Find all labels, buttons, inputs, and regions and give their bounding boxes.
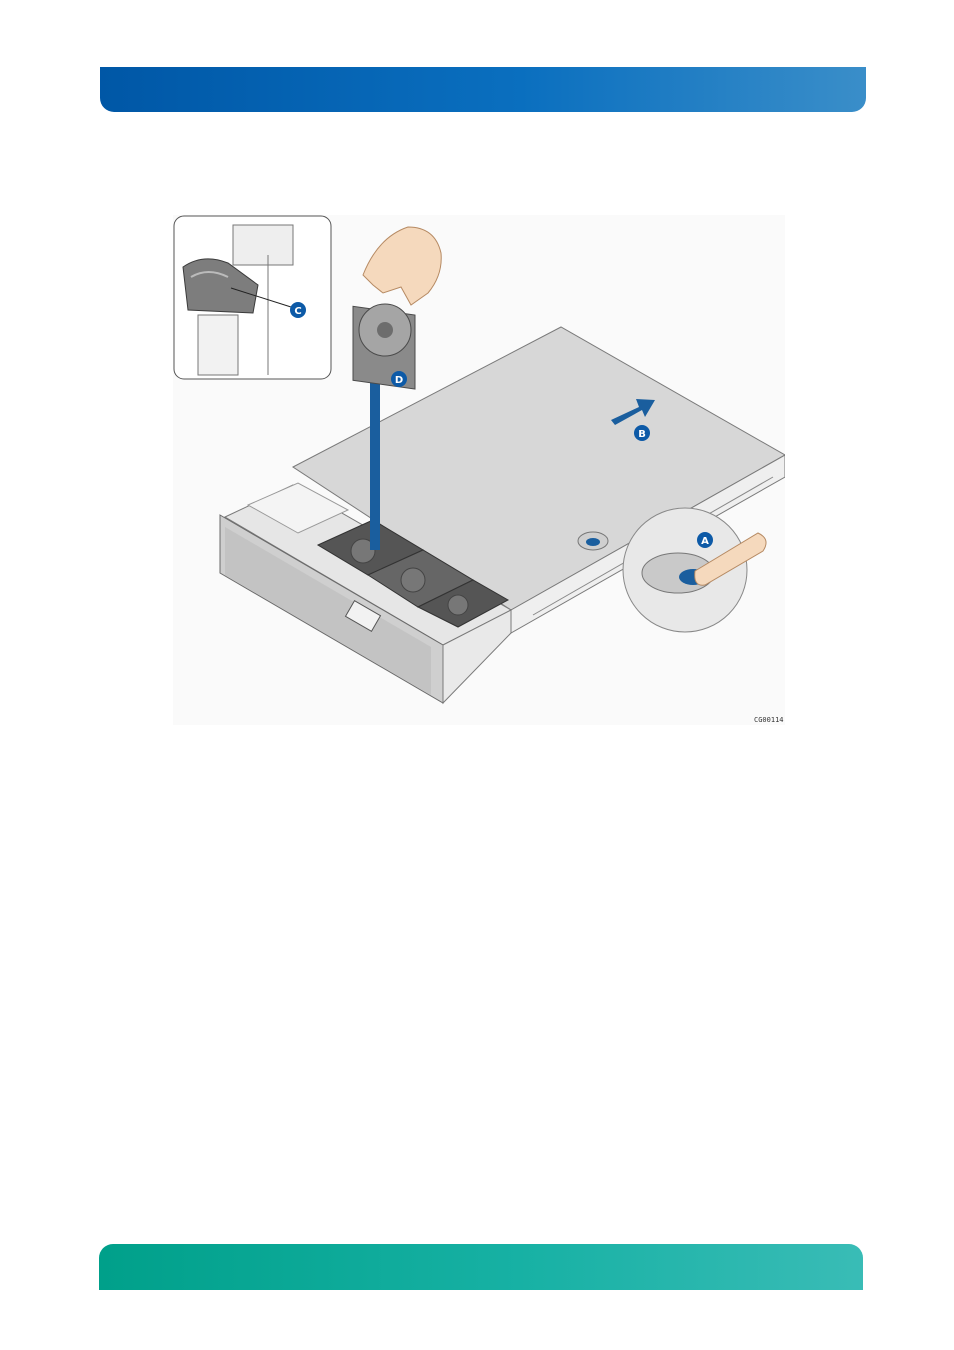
callout-b-label: B xyxy=(638,429,646,440)
callout-c-label: C xyxy=(294,306,301,317)
footer-bar xyxy=(99,1244,863,1290)
callout-d: D xyxy=(391,371,407,387)
callout-c: C xyxy=(290,302,306,318)
callout-d-label: D xyxy=(395,375,403,386)
callout-a: A xyxy=(697,532,713,548)
figure-code: CG00114 xyxy=(754,716,784,724)
chassis-cover-removal-illustration: A B C D xyxy=(173,215,785,725)
callout-b: B xyxy=(634,425,650,441)
lift-fan-arrow-shaft xyxy=(370,377,380,550)
callout-a-label: A xyxy=(701,536,709,547)
hand-holding-fan xyxy=(363,227,441,305)
header-bar xyxy=(100,67,866,112)
